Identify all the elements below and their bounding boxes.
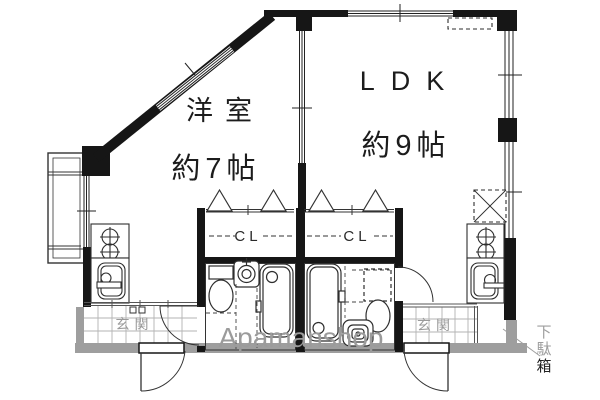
folding-door-icon (259, 188, 288, 212)
bathtub-icon (306, 263, 346, 342)
western-room-size: 約7帖 (171, 152, 260, 185)
room-labels: 洋室 約7帖 LDK 約9帖 (171, 66, 461, 185)
kitchen-sink-icon (470, 262, 499, 300)
ldk-size: 約9帖 (361, 129, 450, 162)
step-edge (403, 303, 478, 343)
partition-room-divider (299, 31, 305, 163)
shoe-cabinet-label: 下 駄 箱 (536, 324, 551, 375)
entrance-step-marker (138, 306, 146, 314)
entrance-left-label: 玄関 (116, 316, 154, 332)
closet-left: CL (205, 188, 294, 245)
folding-door-icon (307, 188, 336, 212)
bathroom-door-right (397, 266, 434, 303)
apamanshop-watermark: Apamanshop (218, 322, 383, 353)
folding-door-icon (361, 188, 390, 212)
bay-window (47, 152, 86, 264)
shoe-cabinet-char-2: 駄 (536, 341, 551, 358)
entrance-step-marker (129, 306, 137, 314)
kitchen-sink-icon (97, 262, 126, 300)
entrance-door-right (403, 342, 450, 392)
unit-bath-divisions (344, 266, 390, 318)
western-room-label: 洋室 (186, 96, 264, 126)
entrance-right: 玄関 (403, 303, 478, 343)
entrance-right-label: 玄関 (417, 317, 455, 333)
washer-pan-icon (342, 319, 374, 347)
walls (82, 10, 517, 352)
sink-icon (233, 258, 260, 288)
closet-left-label: CL (234, 228, 261, 245)
tile-grid (403, 307, 477, 343)
closet-right-label: CL (343, 228, 370, 245)
shoe-cabinet-leader-line (502, 328, 541, 357)
entrance-door-left (138, 342, 186, 392)
kitchen-right (466, 189, 507, 304)
bathroom-door-left (159, 305, 200, 346)
bathroom-right (304, 263, 395, 351)
toilet-icon (208, 265, 234, 313)
closet-right: CL (304, 188, 394, 245)
kitchen-left (90, 223, 130, 304)
unit-bath-divisions (206, 284, 258, 349)
bathtub-icon (255, 263, 294, 338)
window-ticks (77, 4, 522, 212)
ldk-label: LDK (360, 66, 461, 96)
doors (138, 266, 450, 392)
folding-door-icon (205, 188, 234, 212)
ac-unit-icon (447, 17, 493, 30)
shoe-cabinet-char-3: 箱 (536, 358, 551, 375)
window-diagonal (155, 46, 235, 111)
shoe-cabinet-char-1: 下 (536, 324, 551, 341)
windows (77, 4, 522, 247)
bathroom-left (205, 258, 296, 351)
